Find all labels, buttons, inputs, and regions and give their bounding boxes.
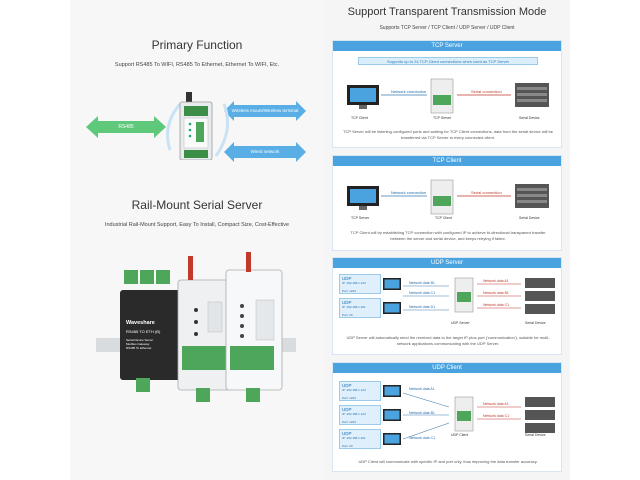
udp-client-caption: UDP Client will communicate with specifi… [358,459,538,464]
udp-server-box-1: UDP IP: 192.168.1.123 Port: 1234 [339,274,381,294]
udp-server-rlink-2: Network data B1 [483,291,509,295]
udp-client-dev-label: UDP Client [451,433,469,437]
udp-server-header: UDP Server [333,258,561,268]
rail-device-image: Waveshare RS485 TO ETH (B) Serial Device… [96,250,296,410]
udp-client-rlink-1: Network data A1 [483,402,509,406]
tcp-server-pc-label: TCP Client [351,116,368,120]
tcp-server-card: TCP Server Supports up to 24 TCP Client … [332,40,562,148]
tcp-server-header: TCP Server [333,41,561,51]
udp-client-link-1: Network data A1 [409,387,435,391]
udp-server-link-2: Network data C1 [409,291,436,295]
tcp-client-header: TCP Client [333,156,561,166]
tcp-client-serial-label: Serial Device [519,216,540,220]
rail-mount-subtitle: Industrial Rail-Mount Support, Easy To I… [104,222,290,228]
udp-client-card: UDP Client UDP IP: 192.168.1.123 Port: 1… [332,362,562,472]
primary-function-subtitle: Support RS485 To WIFI, RS485 To Ethernet… [114,62,280,68]
wired-arrow: Wired network [224,142,306,162]
udp-client-box-3: UDP IP: 192.168.1.201 Port: 20 [339,429,381,449]
tcp-server-serial-connection: Serial connection [471,89,502,94]
udp-client-box-2: UDP IP: 192.168.1.123 Port: 1234 [339,405,381,425]
device-model: RS485 TO ETH (B) [126,329,161,334]
wireless-arrow: Wireless mount/Wireless terminal [224,101,306,121]
udp-client-link-3: Network data C1 [409,436,436,440]
udp-client-rlink-2: Network data C1 [483,414,510,418]
tcp-server-caption: TCP Server will be listening configured … [343,129,553,140]
transparent-mode-title: Support Transparent Transmission Mode [347,6,547,18]
tcp-client-serial-connection: Serial connection [471,190,502,195]
right-panel: Support Transparent Transmission Mode Su… [324,0,570,480]
tcp-client-caption: TCP Client will try establishing TCP con… [350,230,546,241]
left-panel: Primary Function Support RS485 To WIFI, … [70,0,324,480]
rail-mount-title: Rail-Mount Serial Server [131,198,263,212]
tcp-server-network-connection: Network connection [391,89,427,94]
primary-function-title: Primary Function [151,38,243,52]
udp-server-card: UDP Server UDP IP: 192.168.1.123 Port: 1… [332,257,562,355]
tcp-server-note: Supports up to 24 TCP Client connections… [358,57,538,65]
device-brand: Waveshare [126,320,155,326]
tcp-client-pc-label: TCP Server [351,216,370,220]
udp-server-box-2: UDP IP: 192.168.1.201 Port: 20 [339,298,381,318]
tcp-server-serial-label: Serial Device [519,116,540,120]
udp-client-diagram [383,385,555,445]
tcp-server-diagram [347,78,549,114]
udp-server-link-3: Network data D1 [409,305,436,309]
udp-client-header: UDP Client [333,363,561,373]
wireless-label: Wireless mount/Wireless terminal [231,108,299,113]
tcp-client-dev-label: TCP Client [435,216,452,220]
udp-server-caption: UDP Server will automatically send the r… [346,335,550,346]
wired-label: Wired network [250,149,280,154]
tcp-client-network-connection: Network connection [391,190,427,195]
udp-client-serial-label: Serial Device [525,433,546,437]
tcp-client-diagram [347,179,549,215]
rs485-label: RS485 [118,124,134,130]
udp-server-rlink-3: Network data C1 [483,303,510,307]
udp-server-rlink-1: Network data A1 [483,279,509,283]
udp-server-serial-label: Serial Device [525,321,546,325]
udp-server-link-1: Network data B1 [409,281,435,285]
udp-client-link-2: Network data B1 [409,411,435,415]
transparent-mode-subtitle: Supports TCP Server / TCP Client / UDP S… [379,25,515,31]
udp-server-diagram [383,277,555,314]
udp-client-box-1: UDP IP: 192.168.1.123 Port: 1234 [339,381,381,401]
device-description: Serial Device Server Modbus Gateway RS48… [126,338,154,350]
rs485-arrow: RS485 [86,116,166,138]
tcp-client-card: TCP Client Network connection Serial con… [332,155,562,251]
small-device-image [176,92,216,161]
udp-server-dev-label: UDP Server [451,321,470,325]
arc-decoration [166,103,230,157]
tcp-server-dev-label: TCP Server [433,116,452,120]
